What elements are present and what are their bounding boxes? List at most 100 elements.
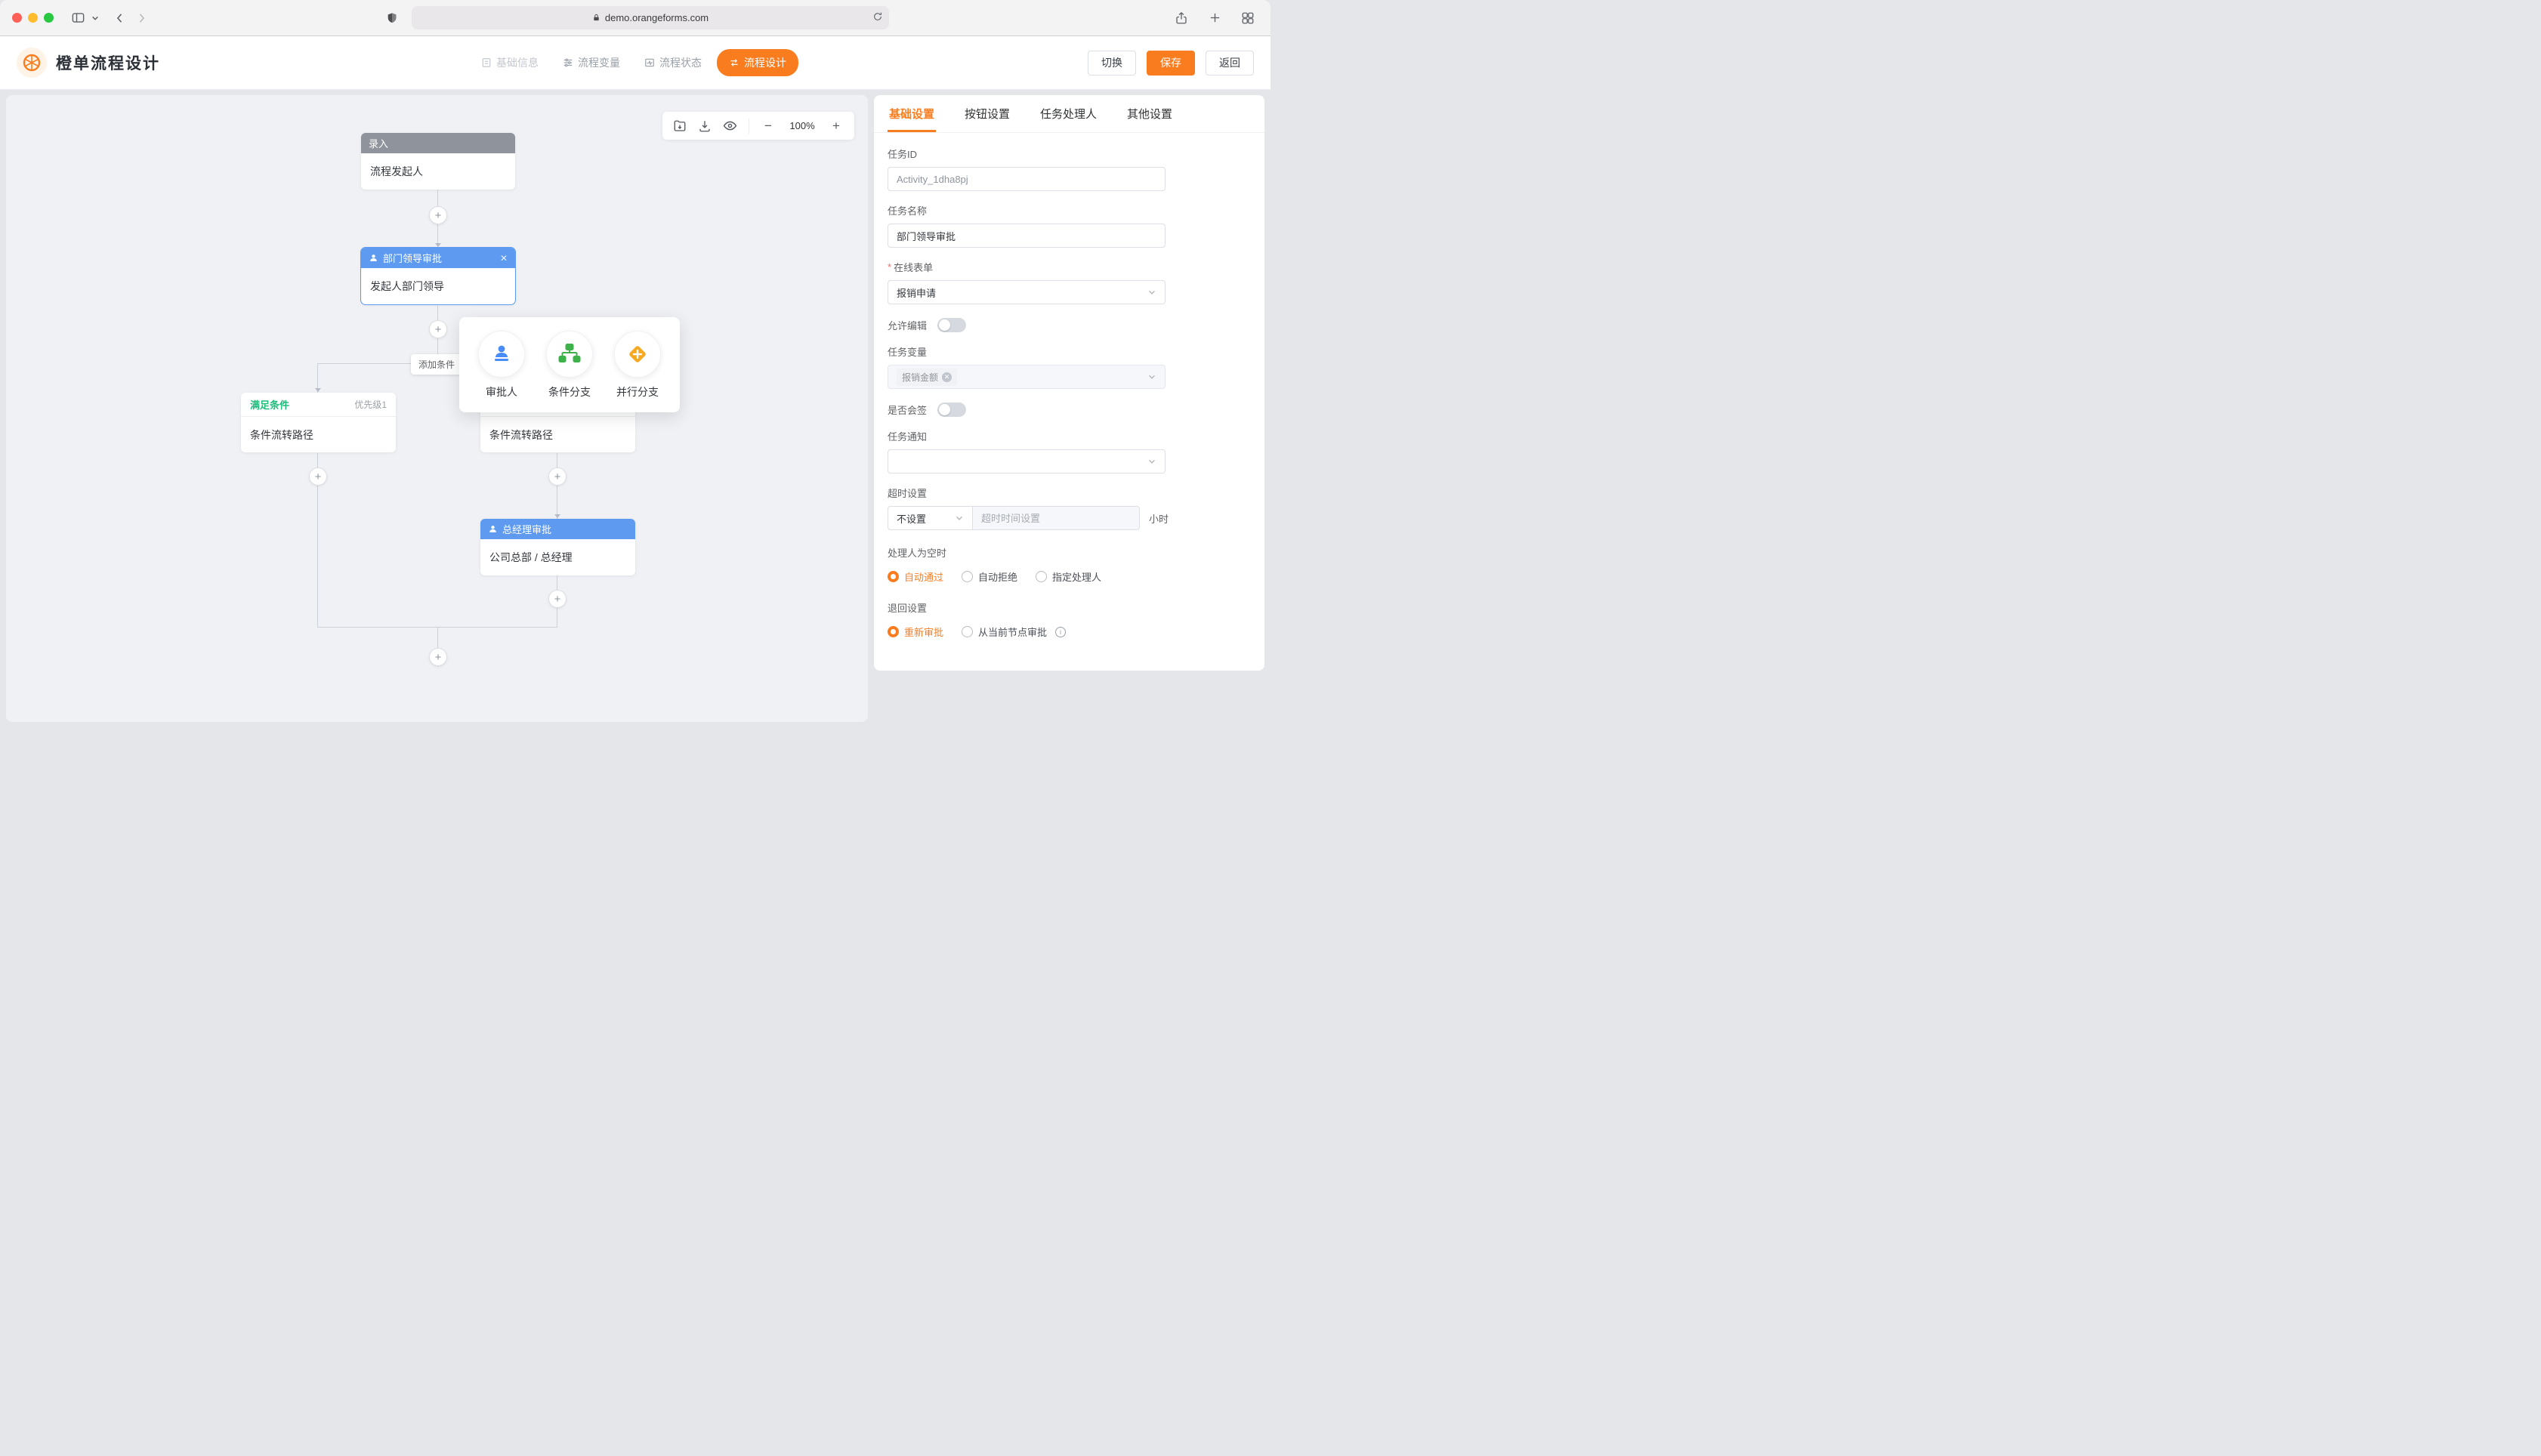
info-icon[interactable]: i: [1055, 626, 1067, 637]
sidebar-chevron-icon[interactable]: [88, 8, 102, 29]
status-icon: [644, 57, 655, 68]
task-var-select[interactable]: 报销金额 ✕: [888, 365, 1166, 389]
task-notify-label: 任务通知: [888, 431, 928, 443]
url-text: demo.orangeforms.com: [604, 12, 709, 23]
back-icon[interactable]: [110, 8, 131, 29]
radio-current-node-approval[interactable]: 从当前节点审批 i: [962, 625, 1067, 639]
save-button[interactable]: 保存: [1147, 50, 1195, 76]
header-actions: 切换 保存 返回: [1088, 50, 1254, 76]
app-header: 橙单流程设计 基础信息 流程变量 流程状态: [0, 36, 1270, 89]
flow-edge: [317, 363, 318, 393]
allow-edit-toggle[interactable]: [937, 318, 967, 332]
toggle-knob: [939, 319, 951, 331]
countersign-toggle[interactable]: [937, 403, 967, 417]
zoom-in-icon[interactable]: +: [832, 118, 840, 133]
tab-basic-settings[interactable]: 基础设置: [888, 95, 937, 132]
sidebar-toggle-icon[interactable]: [67, 8, 88, 29]
zoom-window-button[interactable]: [44, 13, 54, 23]
task-var-label: 任务变量: [888, 347, 928, 358]
add-node-button[interactable]: +: [309, 467, 327, 486]
close-icon[interactable]: ✕: [499, 252, 508, 264]
nav-process-design[interactable]: 流程设计: [717, 49, 798, 76]
tab-overview-icon[interactable]: [1237, 8, 1258, 29]
radio-dot: [888, 571, 899, 582]
empty-handler-options: 自动通过 自动拒绝 指定处理人: [888, 569, 1251, 584]
nav-process-status[interactable]: 流程状态: [635, 49, 711, 76]
add-node-button[interactable]: +: [429, 648, 447, 666]
tab-task-handler[interactable]: 任务处理人: [1040, 108, 1098, 121]
node-dept-body: 发起人部门领导: [370, 280, 444, 292]
popup-item-parallel-branch[interactable]: 并行分支: [614, 330, 661, 399]
nav-basic-info[interactable]: 基础信息: [472, 49, 548, 76]
timeout-mode-select[interactable]: 不设置: [888, 506, 973, 530]
node-start-header: 录入: [361, 133, 515, 153]
radio-dot: [962, 626, 974, 637]
condition-priority: 优先级1: [354, 399, 387, 410]
allow-edit-label: 允许编辑: [888, 320, 928, 332]
task-notify-select[interactable]: [888, 449, 1166, 474]
panel-tabs: 基础设置 按钮设置 任务处理人 其他设置: [874, 95, 1264, 133]
privacy-shield-icon[interactable]: [381, 8, 403, 29]
import-icon[interactable]: [673, 119, 687, 133]
node-gm-approval[interactable]: 总经理审批 公司总部 / 总经理: [480, 519, 635, 575]
address-bar[interactable]: demo.orangeforms.com: [412, 6, 889, 29]
user-icon: [488, 524, 498, 534]
condition-left-body: 条件流转路径: [250, 428, 313, 441]
node-gm-body: 公司总部 / 总经理: [489, 551, 573, 563]
radio-auto-reject[interactable]: 自动拒绝: [962, 569, 1017, 584]
add-node-button[interactable]: +: [548, 467, 567, 486]
node-dept-approval[interactable]: 部门领导审批 ✕ 发起人部门领导: [360, 247, 516, 305]
switch-button[interactable]: 切换: [1088, 50, 1136, 76]
allow-edit-row: 允许编辑: [888, 318, 1251, 332]
app-logo: [17, 48, 47, 78]
add-condition-pill[interactable]: 添加条件: [411, 354, 463, 375]
back-button[interactable]: 返回: [1206, 50, 1254, 76]
node-condition-left[interactable]: 满足条件 优先级1 条件流转路径: [241, 393, 396, 452]
zoom-out-icon[interactable]: −: [764, 118, 772, 133]
canvas-toolbar: − 100% +: [662, 112, 854, 140]
flow-edge: [437, 627, 438, 667]
tab-button-settings[interactable]: 按钮设置: [965, 108, 1011, 121]
download-icon[interactable]: [698, 119, 712, 133]
close-window-button[interactable]: [12, 13, 22, 23]
user-icon: [369, 253, 378, 263]
timeout-value-field[interactable]: [973, 506, 1140, 530]
share-icon[interactable]: [1171, 8, 1192, 29]
new-tab-icon[interactable]: [1204, 8, 1225, 29]
doc-icon: [481, 57, 492, 68]
top-nav: 基础信息 流程变量 流程状态 流程设计: [472, 49, 798, 76]
forward-icon[interactable]: [131, 8, 152, 29]
task-name-field[interactable]: [888, 224, 1166, 248]
popup-item-condition-branch[interactable]: 条件分支: [546, 330, 593, 399]
timeout-label: 超时设置: [888, 488, 928, 499]
task-id-label: 任务ID: [888, 149, 918, 160]
nav-process-variables[interactable]: 流程变量: [554, 49, 629, 76]
parallel-branch-icon: [614, 330, 661, 378]
add-node-button[interactable]: +: [429, 206, 447, 224]
tag-remove-icon[interactable]: ✕: [942, 372, 952, 382]
online-form-select[interactable]: 报销申请: [888, 280, 1166, 304]
node-start[interactable]: 录入 流程发起人: [361, 133, 515, 190]
add-node-button[interactable]: +: [429, 320, 447, 338]
radio-auto-approve[interactable]: 自动通过: [888, 569, 943, 584]
approver-icon: [478, 330, 525, 378]
add-node-button[interactable]: +: [548, 590, 567, 608]
minimize-window-button[interactable]: [28, 13, 38, 23]
radio-assign-handler[interactable]: 指定处理人: [1036, 569, 1101, 584]
reload-icon[interactable]: [872, 11, 883, 24]
node-dept-header: 部门领导审批 ✕: [361, 248, 515, 268]
settings-panel: 基础设置 按钮设置 任务处理人 其他设置 任务ID 任务名称 * 在线表单 报销…: [874, 95, 1264, 671]
radio-restart-approval[interactable]: 重新审批: [888, 625, 943, 639]
zoom-level: 100%: [789, 120, 815, 131]
settings-form: 任务ID 任务名称 * 在线表单 报销申请 允许编辑: [874, 133, 1264, 639]
browser-window: demo.orangeforms.com 橙单流程设计: [0, 0, 1270, 728]
tab-other-settings[interactable]: 其他设置: [1127, 108, 1173, 121]
condition-right-body: 条件流转路径: [489, 428, 553, 441]
main-area: − 100% + 录入: [0, 89, 1270, 728]
flow-design-icon: [729, 57, 739, 68]
task-id-field[interactable]: [888, 167, 1166, 191]
popup-item-approver[interactable]: 审批人: [478, 330, 525, 399]
preview-eye-icon[interactable]: [723, 119, 737, 133]
radio-dot: [1036, 571, 1048, 582]
flow-canvas[interactable]: − 100% + 录入: [6, 95, 868, 722]
